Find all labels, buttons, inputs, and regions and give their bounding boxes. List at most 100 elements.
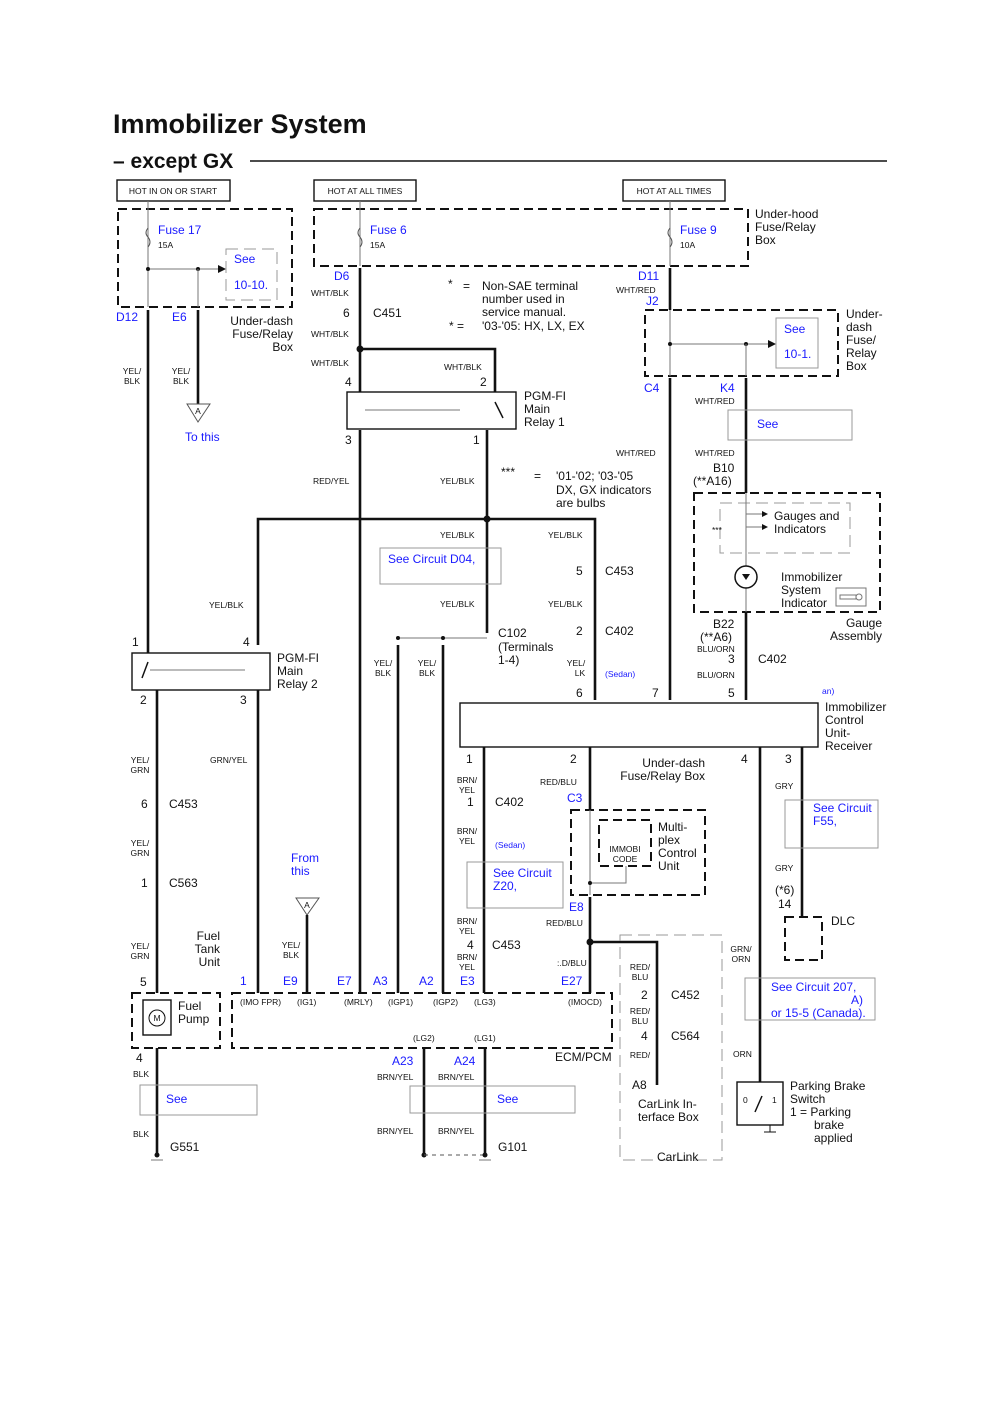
diagram-label: YEL/ bbox=[418, 658, 437, 668]
diagram-label: BLU/ORN bbox=[697, 670, 735, 680]
diagram-label: an) bbox=[822, 686, 834, 696]
diagram-label: BLK bbox=[124, 376, 140, 386]
diagram-label: 1 bbox=[240, 974, 247, 988]
diagram-label: LK bbox=[575, 668, 586, 678]
carlink-interface-box: RED/ BLU 2 C452 RED/ BLU 4 C564 RED/ A8 … bbox=[619, 934, 723, 1164]
diagram-label: Non-SAE terminal bbox=[482, 279, 578, 293]
terminal-c4: C4 bbox=[644, 381, 660, 395]
diagram-label: YEL/ bbox=[374, 658, 393, 668]
diagram-label: Indicator bbox=[781, 596, 827, 610]
gauge-assembly: Gauges and Indicators *** Immobilizer Sy… bbox=[693, 492, 882, 643]
diagram-label: Relay bbox=[846, 346, 877, 360]
diagram-label: YEL/ bbox=[131, 838, 150, 848]
diagram-label: WHT/RED bbox=[616, 285, 656, 295]
terminal-e27: E27 bbox=[561, 974, 583, 988]
diagram-label: (Terminals bbox=[498, 640, 553, 654]
diagram-label: (IGP1) bbox=[388, 997, 413, 1007]
immobilizer-control-unit: Immobilizer Control Unit- Receiver bbox=[459, 700, 886, 753]
diagram-label: 1 bbox=[467, 795, 474, 809]
see-circuit-z20: See Circuit bbox=[493, 866, 552, 880]
see-ref-10-10: See bbox=[234, 252, 256, 266]
diagram-label: BRN/ bbox=[457, 916, 478, 926]
diagram-label: Control bbox=[825, 713, 864, 727]
diagram-label: GRN bbox=[131, 951, 150, 961]
diagram-label: (Sedan) bbox=[605, 669, 635, 679]
note-bulbs: *** = '01-'02; '03-'05 DX, GX indicators… bbox=[501, 465, 651, 510]
diagram-label: BLK bbox=[173, 376, 189, 386]
diagram-label: Box bbox=[272, 340, 293, 354]
diagram-label: IMMOBI bbox=[609, 844, 640, 854]
diagram-label: are bulbs bbox=[556, 496, 605, 510]
fuse-icon bbox=[667, 227, 673, 248]
key-icon bbox=[835, 587, 867, 607]
diagram-label: GRY bbox=[775, 863, 794, 873]
diagram-label: PGM-FI bbox=[524, 389, 566, 403]
connector-c453: C453 bbox=[492, 938, 521, 952]
under-dash-fuse-box-2: See 10-1. Under- dash Fuse/ Relay Box bbox=[644, 307, 883, 377]
diagram-label: brake bbox=[814, 1118, 844, 1132]
diagram-label: Fuse/Relay Box bbox=[620, 769, 705, 783]
diagram-label: A bbox=[304, 900, 310, 910]
diagram-label: CODE bbox=[613, 854, 638, 864]
under-hood-fuse-box: Fuse 6 15A Fuse 9 10A Under-hood Fuse/Re… bbox=[313, 201, 818, 267]
terminal-d12: D12 bbox=[116, 310, 138, 324]
diagram-label: 3 bbox=[785, 752, 792, 766]
diagram-label: BRN/YEL bbox=[438, 1126, 475, 1136]
diagram-label: DX, GX indicators bbox=[556, 483, 651, 497]
diagram-label: 1 = Parking bbox=[790, 1105, 851, 1119]
diagram-label: YEL/BLK bbox=[440, 476, 475, 486]
see-circuit-d04: See Circuit D04, bbox=[388, 552, 475, 566]
page-title: Immobilizer System bbox=[113, 109, 367, 139]
diagram-label: ORN bbox=[732, 954, 751, 964]
multiplex-control-unit: IMMOBI CODE Multi- plex Control Unit bbox=[570, 809, 706, 896]
diagram-label: *** bbox=[712, 525, 723, 535]
diagram-label: (MRLY) bbox=[344, 997, 373, 1007]
ground-g551-icon bbox=[151, 1152, 163, 1161]
diagram-label: System bbox=[781, 583, 821, 597]
diagram-label: YEL bbox=[459, 926, 475, 936]
diagram-label: this bbox=[291, 864, 310, 878]
diagram-label: 4 bbox=[741, 752, 748, 766]
diagram-label: 4 bbox=[136, 1051, 143, 1065]
see-ref: See bbox=[497, 1092, 519, 1106]
diagram-label: 5 bbox=[728, 686, 735, 700]
fuel-pump: M Fuel Pump bbox=[131, 992, 221, 1049]
diagram-label: 15A bbox=[158, 240, 173, 250]
diagram-label: B22 bbox=[713, 617, 735, 631]
terminal-a3: A3 bbox=[373, 974, 388, 988]
diagram-label: CarLink In- bbox=[638, 1097, 697, 1111]
diagram-label: BLU bbox=[632, 972, 649, 982]
see-ref-10-1: See bbox=[784, 322, 806, 336]
connector-a-out: A bbox=[186, 403, 211, 423]
connector-a-in: A bbox=[295, 897, 320, 916]
diagram-label: RED/BLU bbox=[546, 918, 583, 928]
diagram-label: BRN/ bbox=[457, 775, 478, 785]
diagram-label: Main bbox=[277, 664, 303, 678]
diagram-label: BRN/YEL bbox=[438, 1072, 475, 1082]
diagram-label: 2 bbox=[570, 752, 577, 766]
connector-c402: C402 bbox=[758, 652, 787, 666]
fuse-17-label: Fuse 17 bbox=[158, 223, 202, 237]
diagram-label: * bbox=[448, 277, 453, 291]
diagram-label: WHT/BLK bbox=[311, 329, 349, 339]
diagram-label: (**A16) bbox=[693, 474, 732, 488]
diagram-label: *** bbox=[501, 465, 515, 479]
diagram-label: Fuel bbox=[197, 929, 220, 943]
diagram-label: WHT/RED bbox=[616, 448, 656, 458]
diagram-label: BRN/YEL bbox=[377, 1126, 414, 1136]
power-label-batt-2: HOT AT ALL TIMES bbox=[622, 179, 726, 202]
diagram-label: 7 bbox=[652, 686, 659, 700]
diagram-label: RED/BLU bbox=[540, 777, 577, 787]
diagram-label: 4 bbox=[641, 1029, 648, 1043]
terminal-d6: D6 bbox=[334, 269, 350, 283]
diagram-label: YEL/ bbox=[282, 940, 301, 950]
dlc-connector bbox=[784, 916, 823, 961]
terminal-c3: C3 bbox=[567, 791, 583, 805]
diagram-label: 6 bbox=[576, 686, 583, 700]
diagram-label: (LG3) bbox=[474, 997, 496, 1007]
diagram-label: applied bbox=[814, 1131, 853, 1145]
see-circuit-f55: See Circuit bbox=[813, 801, 872, 815]
diagram-label: CarLink bbox=[657, 1150, 699, 1164]
diagram-label: (LG1) bbox=[474, 1033, 496, 1043]
terminal-a23: A23 bbox=[392, 1054, 414, 1068]
